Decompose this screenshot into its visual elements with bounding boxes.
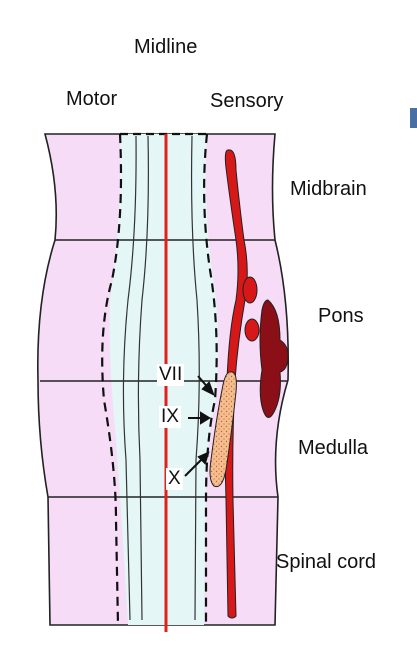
midbrain-label: Midbrain: [290, 178, 367, 200]
medulla-label: Medulla: [298, 437, 369, 459]
midline-label: Midline: [134, 36, 198, 58]
nerve-vii-label: VII: [157, 364, 185, 386]
nerve-ix-label: IX: [159, 406, 181, 428]
slide-corner-mark: [410, 108, 417, 128]
pons-label: Pons: [318, 305, 364, 327]
pontine-nucleus: [259, 299, 289, 418]
nerve-x-label: X: [166, 468, 183, 490]
motor-label: Motor: [66, 88, 118, 110]
longitudinal-lines: [122, 135, 200, 621]
sensory-nucleus-long: [224, 149, 248, 619]
motor-dashed-boundary: [101, 133, 123, 626]
sensory-nucleus-oval-lower: [244, 318, 260, 342]
solitary-nucleus: [209, 371, 237, 488]
sensory-label: Sensory: [210, 90, 284, 112]
sensory-dashed-boundary: [203, 133, 218, 625]
sensory-nucleus-oval-upper: [242, 276, 258, 304]
spinal-cord-label: Spinal cord: [276, 551, 377, 573]
nerve-arrows: [184, 375, 215, 477]
